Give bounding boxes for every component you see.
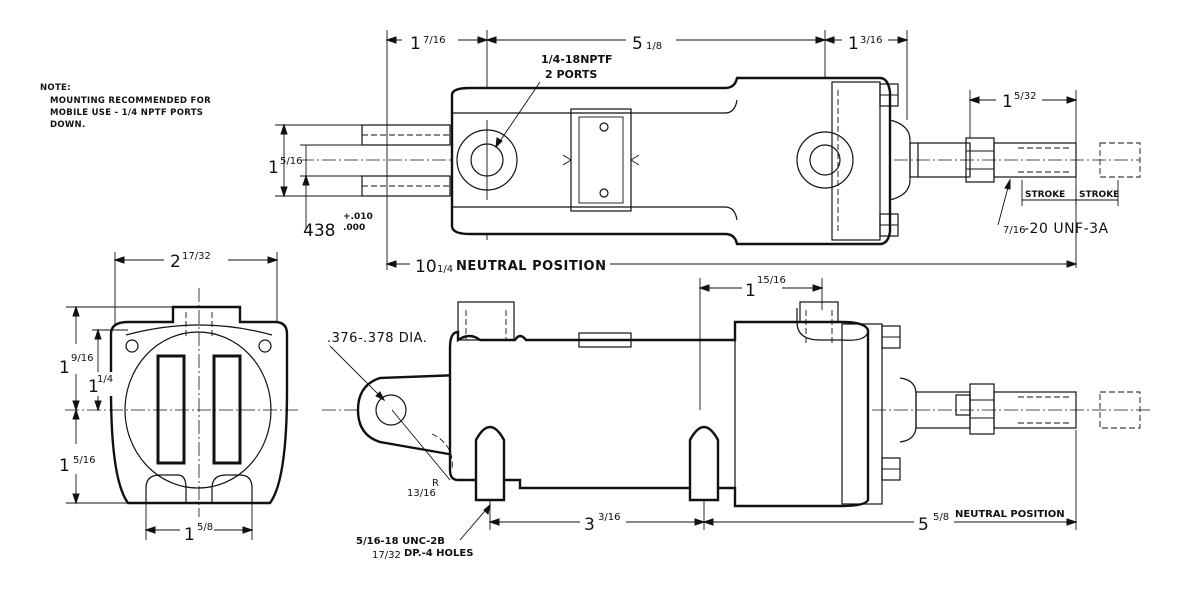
end-height-2-whole: 1 — [88, 377, 99, 397]
dim-left-frac: 7/16 — [423, 35, 445, 46]
port-label-1: 1/4-18NPTF — [541, 53, 612, 66]
port-spacing-whole: 1 — [745, 281, 756, 301]
thread-label: -20 UNF-3A — [1024, 221, 1109, 237]
stroke-label-2: STROKE — [1079, 190, 1119, 200]
dim-left-whole: 1 — [410, 34, 421, 54]
bore-tol-minus: .000 — [343, 223, 365, 233]
rod-length-frac: 5/32 — [1014, 91, 1036, 102]
port-label-2: 2 PORTS — [545, 68, 597, 81]
dim-right-whole: 1 — [848, 34, 859, 54]
neutral-whole: 5 — [918, 515, 929, 535]
clevis-width-whole: 1 — [268, 158, 279, 178]
mounting-note: NOTE: MOUNTING RECOMMENDED FOR MOBILE US… — [40, 83, 211, 130]
end-height-3-frac: 5/16 — [73, 455, 95, 466]
bore-tol-plus: +.010 — [343, 212, 373, 222]
overall-length-whole: 10 — [415, 257, 437, 277]
mount-spacing-frac: 3/16 — [598, 512, 620, 523]
bore-value: 438 — [303, 221, 335, 241]
end-width-frac: 17/32 — [182, 251, 211, 262]
dim-right-frac: 3/16 — [860, 35, 882, 46]
tap-label-1: 5/16-18 UNC-2B — [356, 536, 445, 547]
clevis-width-frac: 5/16 — [280, 156, 302, 167]
tap-label-2-frac: 17/32 — [372, 550, 401, 561]
end-base-whole: 1 — [184, 525, 195, 545]
thread-frac: 7/16 — [1003, 225, 1025, 236]
side-view: 1 15/16 .376-.378 DIA. 13/16 R 3 3/16 5 … — [322, 275, 1150, 561]
neutral-label: NEUTRAL POSITION — [955, 509, 1065, 520]
mount-spacing-whole: 3 — [584, 515, 595, 535]
note-heading: NOTE: — [40, 83, 71, 93]
end-height-3-whole: 1 — [59, 456, 70, 476]
end-height-1-frac: 9/16 — [71, 353, 93, 364]
neutral-frac: 5/8 — [933, 512, 949, 523]
stroke-label-1: STROKE — [1025, 190, 1065, 200]
dim-mid-whole: 5 — [632, 34, 643, 54]
top-view: 1 7/16 5 1/8 1 3/16 — [268, 30, 1141, 277]
pin-dia-label: .376-.378 DIA. — [327, 331, 427, 346]
radius-frac: 13/16 — [407, 488, 436, 499]
end-height-2-frac: 1/4 — [97, 374, 113, 385]
end-height-1-whole: 1 — [59, 358, 70, 378]
port-spacing-frac: 15/16 — [757, 275, 786, 286]
overall-length-label: NEUTRAL POSITION — [456, 259, 606, 274]
end-view: 2 17/32 1 9/16 1 5/16 — [56, 248, 298, 545]
rod-length-whole: 1 — [1002, 92, 1013, 112]
note-line-2: MOBILE USE - 1/4 NPTF PORTS — [50, 108, 203, 118]
overall-length-frac: 1/4 — [437, 264, 453, 275]
tap-label-2: DP.-4 HOLES — [404, 548, 473, 559]
dim-mid-frac: 1/8 — [646, 41, 662, 52]
note-line-1: MOUNTING RECOMMENDED FOR — [50, 96, 211, 106]
end-width-whole: 2 — [170, 252, 181, 272]
radius-r: R — [432, 478, 439, 489]
end-base-frac: 5/8 — [197, 522, 213, 533]
note-line-3: DOWN. — [50, 120, 86, 130]
